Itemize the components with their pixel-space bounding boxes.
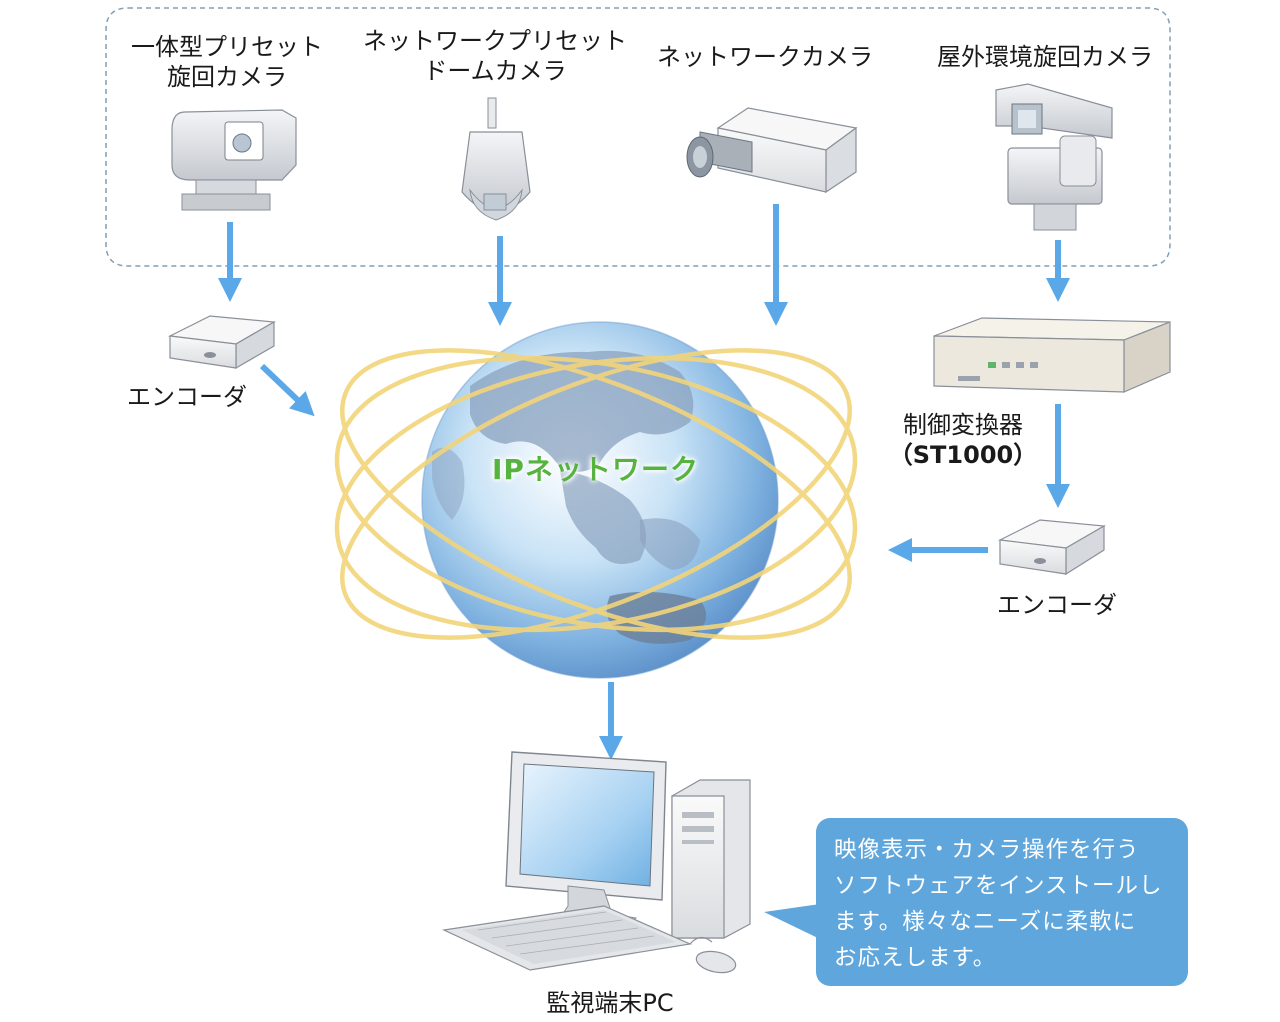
network-camera-label: ネットワークカメラ (650, 42, 880, 72)
dome-camera-label-line-2: ドームカメラ (423, 57, 567, 85)
encoder-left-label-text: エンコーダ (127, 383, 247, 411)
ptz-camera-label-line-2: 旋回カメラ (167, 63, 287, 91)
encoder-left-icon (167, 315, 276, 370)
network-orbits (334, 348, 858, 640)
controller-label: 制御変換器 （ST1000） (868, 410, 1058, 470)
ip-network-globe-icon (366, 321, 846, 679)
pc-label-text: 監視端末PC (546, 989, 674, 1017)
encoder-left-label: エンコーダ (112, 382, 262, 412)
network-camera-icon (686, 107, 858, 194)
callout-line-4: お応えします。 (834, 945, 997, 971)
software-callout: 映像表示・カメラ操作を行う ソフトウェアをインストールし ます。様々なニーズに柔… (816, 818, 1188, 986)
flow-arrows (218, 204, 1070, 760)
callout-line-3: ます。様々なニーズに柔軟に (834, 909, 1137, 935)
callout-line-2: ソフトウェアをインストールし (834, 873, 1163, 899)
controller-icon (933, 317, 1171, 393)
callout-pointer (764, 904, 822, 940)
controller-label-line-2: （ST1000） (888, 441, 1038, 469)
arrow-encoder-to-network (259, 363, 315, 417)
outdoor-camera-label-line-1: 屋外環境旋回カメラ (937, 43, 1153, 71)
callout-line-1: 映像表示・カメラ操作を行う (834, 837, 1140, 863)
pc-label: 監視端末PC (520, 988, 700, 1018)
encoder-right-icon (997, 519, 1106, 576)
encoder-right-label-text: エンコーダ (997, 591, 1117, 619)
ptz-camera-label: 一体型プリセット 旋回カメラ (122, 32, 332, 92)
network-camera-label-line-1: ネットワークカメラ (657, 43, 873, 71)
dome-camera-label: ネットワークプリセット ドームカメラ (362, 26, 628, 86)
dome-camera-label-line-1: ネットワークプリセット (363, 27, 627, 55)
encoder-right-label: エンコーダ (982, 590, 1132, 620)
ip-network-label: IPネットワーク (492, 453, 699, 486)
monitoring-pc-icon (441, 751, 751, 974)
dome-camera-icon (461, 97, 531, 221)
ptz-camera-icon (171, 109, 297, 211)
outdoor-camera-icon (995, 83, 1113, 231)
outdoor-camera-label: 屋外環境旋回カメラ (920, 42, 1170, 72)
controller-label-line-1: 制御変換器 (903, 411, 1023, 439)
ptz-camera-label-line-1: 一体型プリセット (131, 33, 323, 61)
